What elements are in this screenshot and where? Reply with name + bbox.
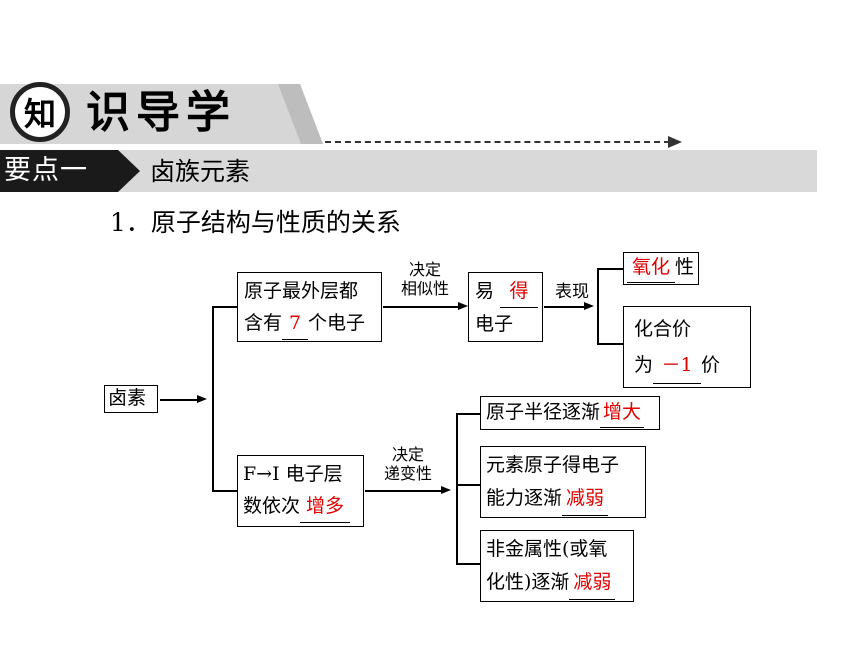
gain-ability-box: 元素原子得电子 能力逐渐减弱 <box>480 446 646 518</box>
bracket-top <box>456 413 481 415</box>
arrow-label-line1: 决定 <box>391 445 424 464</box>
text: 能力逐渐 <box>486 487 563 509</box>
top-arrow-label: 决定 相似性 <box>390 260 460 298</box>
radius-box: 原子半径逐渐增大 <box>480 396 660 430</box>
section-title: 卤族元素 <box>150 157 251 186</box>
subtitle: 1．原子结构与性质的关系 <box>110 208 401 237</box>
arrow-head-icon <box>584 302 594 310</box>
arrow-head-icon <box>441 486 451 494</box>
text: 原子半径逐渐 <box>486 401 601 423</box>
nonmetal-line1: 非金属性(或氧 <box>486 538 608 560</box>
arrow-label-line2: 递变性 <box>383 464 432 483</box>
easy-gain-box: 易 得 电子 <box>468 272 543 342</box>
answer-blank: 7 <box>282 307 309 340</box>
bracket-vertical <box>597 268 599 344</box>
answer-blank: 减弱 <box>569 566 616 600</box>
arrow-head-icon <box>458 302 468 310</box>
answer-blank: 减弱 <box>562 482 609 516</box>
connector <box>365 490 442 492</box>
header-badge: 知 <box>10 82 70 142</box>
section-tag <box>0 150 140 192</box>
root-label: 卤素 <box>108 387 147 409</box>
answer-blank: 氧化 <box>627 253 675 283</box>
bracket-bottom <box>212 490 238 492</box>
gain-ability-line2: 能力逐渐减弱 <box>486 482 645 516</box>
arrow-right-icon <box>668 136 682 148</box>
outer-electron-line1: 原子最外层都 <box>244 280 359 302</box>
electron-shell-line2: 数依次增多 <box>243 490 363 523</box>
text: 数依次 <box>243 495 301 517</box>
section-tag-label: 要点一 <box>4 155 88 186</box>
electron-shell-line1: F→I 电子层 <box>243 463 343 485</box>
text: 价 <box>701 354 721 376</box>
answer-blank: 增多 <box>300 490 351 523</box>
header-title: 识导学 <box>86 87 236 138</box>
answer-blank: 得 <box>500 275 539 308</box>
bracket-middle <box>456 484 481 486</box>
bracket-bottom <box>456 563 481 565</box>
connector <box>383 306 459 308</box>
bracket-vertical <box>456 413 458 564</box>
valence-line1: 化合价 <box>634 318 692 340</box>
text: 易 <box>475 280 495 302</box>
bottom-arrow-label: 决定 递变性 <box>372 445 444 483</box>
bracket-vertical <box>212 306 214 491</box>
answer-blank: －1 <box>653 347 702 384</box>
bracket-bottom <box>597 343 623 345</box>
text: 个电子 <box>308 312 366 334</box>
header-dashed-line <box>325 141 670 143</box>
text: 为 <box>634 354 654 376</box>
electron-shell-box: F→I 电子层 数依次增多 <box>237 455 364 527</box>
nonmetal-box: 非金属性(或氧 化性)逐渐减弱 <box>480 530 634 602</box>
text: 含有 <box>244 312 283 334</box>
easy-gain-line2: 电子 <box>475 313 514 335</box>
connector <box>160 399 198 401</box>
root-box: 卤素 <box>104 385 158 413</box>
show-label: 表现 <box>555 282 589 302</box>
easy-gain-line1: 易 得 <box>475 275 542 308</box>
answer-blank: 增大 <box>600 397 645 428</box>
header-badge-char: 知 <box>23 95 56 133</box>
nonmetal-line2: 化性)逐渐减弱 <box>486 566 633 600</box>
arrow-head-icon <box>197 395 207 403</box>
arrow-label-line2: 相似性 <box>400 279 449 298</box>
gain-ability-line1: 元素原子得电子 <box>486 454 620 476</box>
text: 化性)逐渐 <box>486 571 570 593</box>
arrow-label-line1: 决定 <box>408 260 441 279</box>
connector <box>544 306 586 308</box>
bracket-top <box>597 268 623 270</box>
bracket-top <box>212 306 238 308</box>
oxidizing-box: 氧化性 <box>623 252 699 285</box>
text: 性 <box>675 256 695 278</box>
